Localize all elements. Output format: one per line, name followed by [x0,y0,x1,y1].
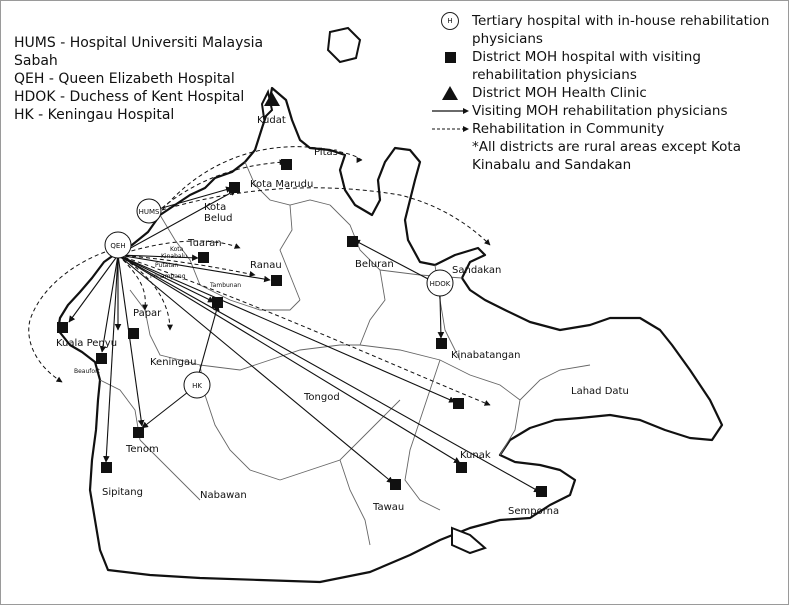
label-ranau: Ranau [250,260,282,271]
sabah-outline [56,86,724,584]
label-lahad-datu: Lahad Datu [571,386,629,397]
legend-clinic-text: District MOH Health Clinic [472,85,647,101]
label-kuala-penyu: Kuala Penyu [56,338,117,349]
legend-district-hospital-text: District MOH hospital with visiting reha… [472,49,701,83]
hdok-label: HDOK [430,280,451,288]
label-tuaran: Tuaran [187,238,222,249]
legend-clinic: District MOH Health Clinic [428,84,783,102]
hk-label: HK [192,382,202,390]
legend-district-hospital: District MOH hospital with visiting reha… [428,48,783,84]
label-kinabatangan: Kinabatangan [451,350,520,361]
label-penampang: Penampang [150,273,186,280]
label-tongod: Tongod [303,392,340,403]
abbr-hdok: HDOK - Duchess of Kent Hospital [14,89,245,105]
label-tambunan: Tambunan [209,282,241,289]
hums-label: HUMS [139,208,160,216]
label-tenom: Tenom [125,444,159,455]
place-labels: Kudat Pitas Kota Marudu Kota Belud Tuara… [56,115,629,517]
banggi-island [326,26,362,64]
legend-visiting: Visiting MOH rehabilitation physicians [428,102,783,120]
label-kota-belud-1: Kota [204,202,226,213]
legend-community: Rehabilitation in Community [428,120,783,138]
label-kota-kinabalu-2: Kinabalu [161,253,187,260]
map-legend: H Tertiary hospital with in-house rehabi… [428,12,783,174]
hospital-hdok: HDOK [426,269,454,297]
label-sipitang: Sipitang [102,487,143,498]
solid-arrow-icon [432,108,469,114]
hospital-hk: HK [183,371,211,399]
tertiary-hospital-icon: H [441,12,459,30]
visiting-lines-qeh [68,186,541,493]
label-sandakan: Sandakan [452,265,501,276]
label-kota-belud-2: Belud [204,213,232,224]
label-kota-kinabalu-1: Kota [170,246,184,253]
abbreviations-list: HUMS - Hospital Universiti Malaysia Saba… [14,34,284,124]
label-tawau: Tawau [372,502,404,513]
legend-visiting-text: Visiting MOH rehabilitation physicians [472,103,728,119]
label-kudat: Kudat [257,115,286,126]
legend-note: *All districts are rural areas except Ko… [472,139,741,173]
label-beaufort: Beaufort [74,368,101,375]
label-beluran: Beluran [355,259,394,270]
legend-tertiary: H Tertiary hospital with in-house rehabi… [428,12,783,48]
label-papar: Papar [133,308,162,319]
hospital-qeh: QEH [104,231,132,259]
dashed-arrow-icon [432,126,469,132]
label-nabawan: Nabawan [200,490,247,501]
label-kota-marudu: Kota Marudu [250,179,313,190]
label-pitas: Pitas [314,147,338,158]
hospital-hums: HUMS [136,198,162,224]
abbr-hums: HUMS - Hospital Universiti Malaysia Saba… [14,35,264,69]
abbr-qeh: QEH - Queen Elizabeth Hospital [14,71,235,87]
district-hospital-markers [57,159,547,497]
community-lines [28,146,491,406]
label-keningau: Keningau [150,357,196,368]
south-island [451,526,487,555]
qeh-label: QEH [110,242,125,250]
triangle-icon [442,86,458,100]
kudat-clinic-marker [264,92,280,106]
abbr-hk: HK - Keningau Hospital [14,107,175,123]
label-semporna: Semporna [508,506,559,517]
legend-community-text: Rehabilitation in Community [472,121,665,137]
square-icon [444,51,456,63]
legend-tertiary-text: Tertiary hospital with in-house rehabili… [472,13,770,47]
label-kunak: Kunak [460,450,491,461]
visiting-lines-other [141,239,445,429]
label-putatan: Putatan [155,262,178,269]
